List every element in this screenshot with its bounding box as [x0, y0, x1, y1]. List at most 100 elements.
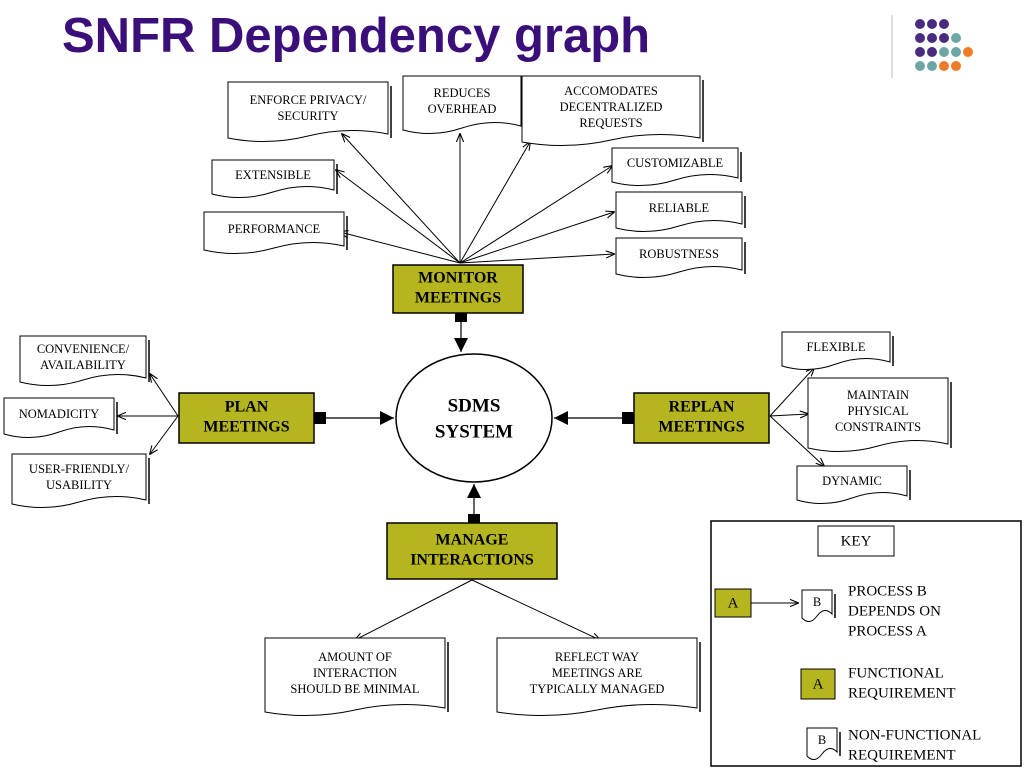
- nfr-label-reduces-overhead-line-1: OVERHEAD: [428, 102, 497, 116]
- key-functional-text-line-1: REQUIREMENT: [848, 685, 956, 701]
- nfr-box-amount: [264, 637, 446, 717]
- logo-dot-2-1: [927, 47, 937, 57]
- edge-monitor-7: [459, 254, 614, 264]
- key-nfr-swatch: [806, 727, 838, 760]
- nfr-label-performance-line-0: PERFORMANCE: [228, 222, 321, 236]
- nfr-label-flexible-line-0: FLEXIBLE: [806, 340, 865, 354]
- key-title-box: [817, 525, 895, 557]
- nfr-label-convenience-line-0: CONVENIENCE/: [37, 342, 130, 356]
- fr-box-manage: [386, 522, 558, 580]
- nfr-box-robustness: [615, 237, 743, 279]
- nfr-label-nomadicity-line-0: NOMADICITY: [19, 407, 100, 421]
- nfr-label-reduces-overhead-line-0: REDUCES: [434, 86, 491, 100]
- nfr-label-accomodates-line-1: DECENTRALIZED: [560, 100, 663, 114]
- nfr-box-reliable: [615, 191, 743, 233]
- fr-node-monitor: MONITOR MEETINGS: [392, 264, 524, 314]
- nfr-box-enforce-privacy: [227, 81, 389, 143]
- nfr-label-amount-line-2: SHOULD BE MINIMAL: [290, 682, 419, 696]
- fr-node-manage: MANAGE INTERACTIONS: [386, 522, 558, 580]
- nfr-node-enforce-privacy: ENFORCE PRIVACY/SECURITY: [227, 81, 392, 143]
- key-title: KEY: [841, 533, 872, 549]
- edge-monitor-5: [340, 232, 461, 264]
- edge-replan-2: [769, 415, 824, 466]
- nfr-label-maintain-line-2: CONSTRAINTS: [835, 420, 921, 434]
- core-ellipse: [395, 353, 553, 483]
- key-nfr-swatch-label: B: [818, 733, 826, 747]
- nfr-node-amount: AMOUNT OF INTERACTION SHOULD BE MINIMAL: [264, 637, 449, 717]
- page-title: SNFR Dependency graph: [62, 9, 651, 63]
- edge-replan-core-tail: [622, 412, 634, 424]
- fr-label-monitor-line-1: MEETINGS: [415, 290, 501, 307]
- logo-dots: [915, 19, 973, 71]
- nfr-label-accomodates-line-2: REQUESTS: [579, 116, 642, 130]
- logo-dots-icon: [891, 15, 973, 78]
- nfr-label-amount-line-1: INTERACTION: [313, 666, 397, 680]
- nfr-label-enforce-privacy-line-1: SECURITY: [277, 109, 338, 123]
- logo-dot-1-3: [951, 33, 961, 43]
- fr-label-monitor-line-0: MONITOR: [418, 270, 498, 287]
- nfr-box-performance: [203, 211, 345, 255]
- core-label-line-0: SDMS: [448, 395, 501, 416]
- nfr-box-convenience: [19, 335, 147, 387]
- edge-manage-core-head: [467, 484, 481, 498]
- nfr-label-amount-line-0: AMOUNT OF: [318, 650, 392, 664]
- logo-dot-2-4: [963, 47, 973, 57]
- edge-replan-0: [769, 368, 814, 417]
- fr-label-replan-line-1: MEETINGS: [658, 419, 744, 436]
- nfr-box-dynamic: [796, 465, 908, 504]
- nfr-box-reflect: [496, 637, 698, 717]
- nfr-label-maintain-line-1: PHYSICAL: [847, 404, 908, 418]
- edge-replan-core-head: [554, 411, 568, 425]
- nfr-label-dynamic-line-0: DYNAMIC: [822, 474, 882, 488]
- fr-box-plan: [178, 392, 315, 444]
- logo-dot-0-0: [915, 19, 925, 29]
- nfr-label-reflect-line-0: REFLECT WAY: [555, 650, 639, 664]
- nfr-label-convenience-line-1: AVAILABILITY: [40, 358, 126, 372]
- edge-monitor-0: [342, 134, 461, 264]
- logo-dot-3-2: [939, 61, 949, 71]
- nfr-box-user-friendly: [11, 453, 147, 509]
- key-example-b: [801, 589, 833, 622]
- nfr-label-accomodates-line-0: ACCOMODATES: [564, 84, 658, 98]
- fr-box-replan: [633, 392, 770, 444]
- fr-label-plan-line-1: MEETINGS: [203, 419, 289, 436]
- nfr-label-reflect-line-2: TYPICALLY MANAGED: [530, 682, 665, 696]
- edge-monitor-4: [459, 166, 612, 264]
- key-functional-swatch: [800, 668, 836, 700]
- nfr-node-accomodates: ACCOMODATES DECENTRALIZED REQUESTS: [521, 75, 704, 147]
- dependency-edges: [118, 134, 824, 640]
- nfr-label-reflect-line-1: MEETINGS ARE: [552, 666, 643, 680]
- logo-dot-3-1: [927, 61, 937, 71]
- edge-plan-core-head: [380, 411, 394, 425]
- nfr-box-extensible: [211, 159, 335, 198]
- nfr-node-dynamic: DYNAMIC: [796, 465, 911, 504]
- fr-label-manage-line-0: MANAGE: [436, 532, 509, 549]
- nfr-node-performance: PERFORMANCE: [203, 211, 348, 255]
- key-frame: [710, 520, 1022, 767]
- edge-plan-core-tail: [314, 412, 326, 424]
- nfr-label-robustness-line-0: ROBUSTNESS: [639, 247, 719, 261]
- nfr-label-user-friendly-line-1: USABILITY: [46, 478, 112, 492]
- key-functional-text-line-0: FUNCTIONAL: [848, 665, 944, 681]
- edge-plan-2: [150, 415, 179, 454]
- fr-label-manage-line-1: INTERACTIONS: [410, 552, 534, 569]
- nfr-label-customizable-line-0: CUSTOMIZABLE: [627, 156, 724, 170]
- nfr-node-reflect: REFLECT WAY MEETINGS ARE TYPICALLY MANAGED: [496, 637, 701, 717]
- logo-dot-2-2: [939, 47, 949, 57]
- fr-label-replan-line-0: REPLAN: [669, 399, 735, 416]
- logo-dot-1-1: [927, 33, 937, 43]
- logo-dot-0-1: [927, 19, 937, 29]
- nfr-label-reliable-line-0: RELIABLE: [649, 201, 710, 215]
- nfr-box-reduces-overhead: [402, 75, 522, 134]
- edge-monitor-2: [459, 142, 530, 264]
- logo-dot-0-2: [939, 19, 949, 29]
- logo-dot-3-0: [915, 61, 925, 71]
- logo-dot-2-0: [915, 47, 925, 57]
- logo-dot-2-3: [951, 47, 961, 57]
- nfr-label-user-friendly-line-0: USER-FRIENDLY/: [29, 462, 130, 476]
- diagram-nodes: ENFORCE PRIVACY/SECURITY REDUCES OVERHEAD A…: [3, 75, 952, 717]
- key-nfr-text-line-0: NON-FUNCTIONAL: [848, 727, 981, 743]
- nfr-box-customizable: [611, 147, 739, 187]
